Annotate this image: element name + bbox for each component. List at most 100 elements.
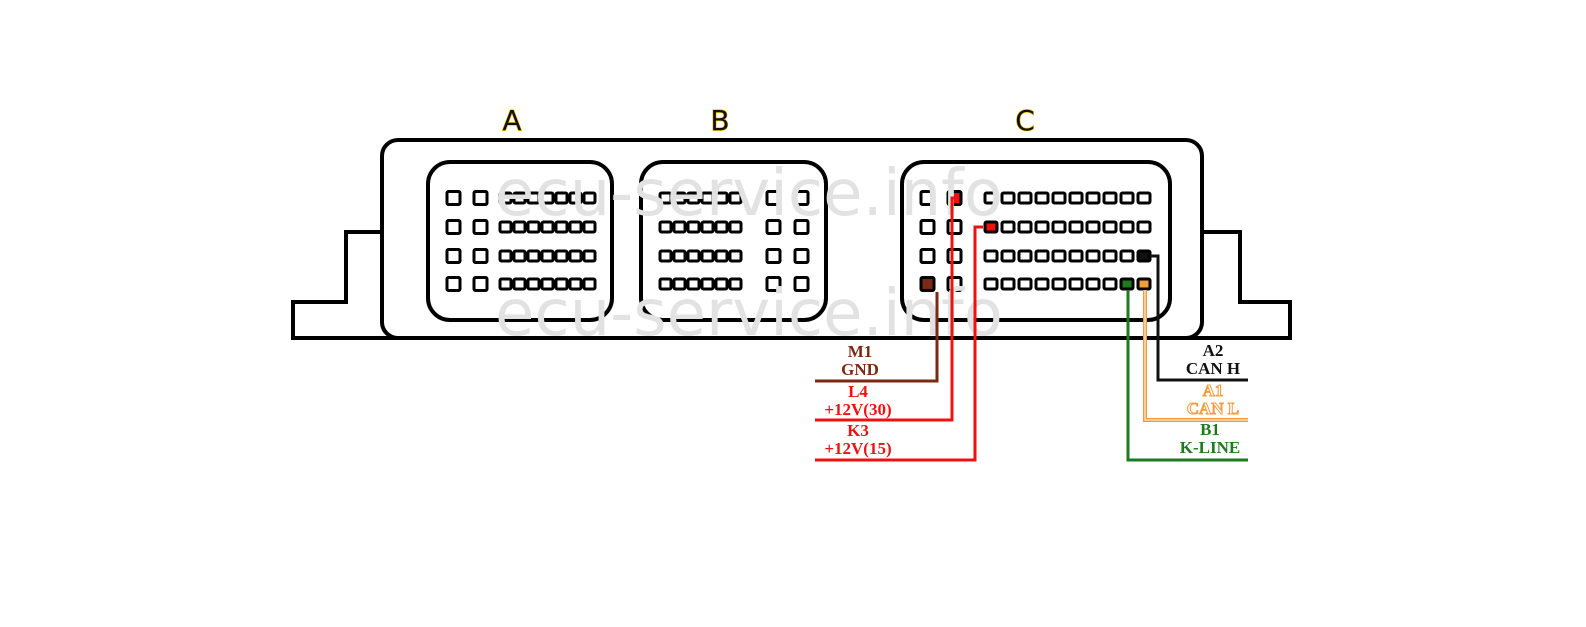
signal-label-12v-30: +12V(30): [824, 400, 891, 419]
connector-pin: [793, 190, 810, 206]
wire-12v-15: [815, 225, 983, 462]
connector-pin: [526, 220, 541, 234]
connector-pin: [714, 191, 729, 205]
connector-pin: [1051, 277, 1067, 291]
connector-pin: [765, 219, 782, 235]
connector-pin: [672, 220, 687, 234]
connector-pin: [1017, 220, 1033, 234]
connector-pin: [1017, 249, 1033, 263]
connector-pin: [672, 249, 687, 263]
connector-label-c: C: [1015, 104, 1035, 137]
connector-pin: [512, 249, 527, 263]
connector-pin: [1102, 191, 1118, 205]
connector-label-b: B: [710, 104, 729, 137]
connector-pin: [1085, 191, 1101, 205]
connector-pin: [672, 191, 687, 205]
connector-pin: [1000, 191, 1016, 205]
connector-pin: [765, 190, 782, 206]
connector-pin: [1068, 191, 1084, 205]
connector-pin: [526, 277, 541, 291]
pin-label-b1: B1: [1200, 420, 1220, 439]
connector-c: [900, 160, 1172, 322]
connector-pin: [1136, 277, 1152, 291]
connector-pin: [540, 191, 555, 205]
connector-pin: [554, 220, 569, 234]
connector-pin: [1136, 220, 1152, 234]
connector-pin: [568, 220, 583, 234]
connector-pin: [793, 219, 810, 235]
connector-pin: [540, 249, 555, 263]
connector-pin: [728, 191, 743, 205]
connector-pin: [728, 277, 743, 291]
connector-pin: [686, 249, 701, 263]
connector-label-a: A: [502, 104, 521, 137]
connector-pin: [1034, 220, 1050, 234]
connector-pin: [472, 190, 489, 206]
connector-pin: [700, 249, 715, 263]
connector-pin: [1017, 191, 1033, 205]
connector-pin: [700, 220, 715, 234]
watermark: ecu-service.info: [495, 277, 1003, 351]
connector-pin: [1136, 249, 1152, 263]
wire-can-h: [1150, 254, 1248, 382]
connector-pin: [472, 276, 489, 292]
signal-label-can-l: CAN L: [1187, 399, 1239, 418]
connector-pin: [582, 191, 597, 205]
connector-pin: [445, 219, 462, 235]
connector-pin: [793, 248, 810, 264]
connector-pin: [793, 276, 810, 292]
connector-pin: [1034, 249, 1050, 263]
connector-pin: [1085, 220, 1101, 234]
connector-pin: [498, 220, 513, 234]
connector-pin: [1034, 277, 1050, 291]
connector-pin: [568, 191, 583, 205]
watermark: ecu-service.info: [495, 157, 1003, 231]
connector-pin: [1000, 220, 1016, 234]
connector-pin: [568, 249, 583, 263]
connector-pin: [1051, 191, 1067, 205]
connector-pin: [658, 249, 673, 263]
connector-pin: [498, 191, 513, 205]
connector-pin: [686, 277, 701, 291]
connector-pin: [700, 191, 715, 205]
wire-12v-30: [815, 196, 956, 422]
connector-pin: [728, 249, 743, 263]
connector-pin: [686, 220, 701, 234]
connector-pin: [512, 191, 527, 205]
connector-pin: [554, 249, 569, 263]
connector-pin: [445, 248, 462, 264]
connector-pin: [1119, 220, 1135, 234]
signal-label-can-h: CAN H: [1186, 359, 1240, 378]
signal-label-k-line: K-LINE: [1180, 438, 1240, 457]
connector-pin: [1068, 249, 1084, 263]
connector-pin: [1102, 277, 1118, 291]
connector-pin: [1119, 277, 1135, 291]
connector-pin: [1017, 277, 1033, 291]
connector-pin: [700, 277, 715, 291]
connector-pin: [1051, 249, 1067, 263]
connector-pin: [983, 220, 999, 234]
connector-pin: [1051, 220, 1067, 234]
connector-pin: [498, 277, 513, 291]
connector-pin: [1068, 220, 1084, 234]
connector-pin: [714, 249, 729, 263]
wire-can-l-inner: [1144, 290, 1248, 421]
connector-pin: [512, 220, 527, 234]
wire-k-line: [1126, 290, 1248, 462]
connector-pin: [472, 248, 489, 264]
connector-pin: [658, 220, 673, 234]
connector-pin: [1000, 249, 1016, 263]
pin-label-l4: L4: [848, 382, 868, 401]
connector-pin: [1068, 277, 1084, 291]
connector-pin: [512, 277, 527, 291]
connector-pin: [765, 248, 782, 264]
connector-pin: [445, 190, 462, 206]
connector-pin: [526, 191, 541, 205]
connector-pin: [540, 220, 555, 234]
connector-pin: [946, 248, 963, 264]
connector-pin: [1085, 277, 1101, 291]
connector-pin: [1119, 191, 1135, 205]
signal-label-gnd: GND: [841, 360, 879, 379]
pin-label-m1: M1: [848, 342, 873, 361]
